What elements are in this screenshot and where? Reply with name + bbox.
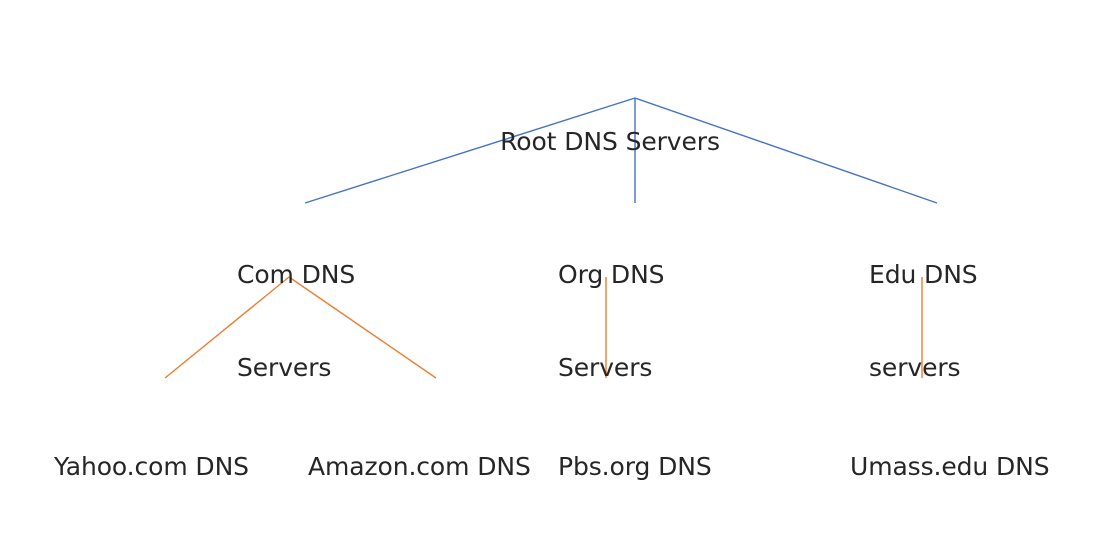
node-amazon-label-line1: Amazon.com DNS: [308, 452, 531, 481]
node-com-label-line2: Servers: [237, 353, 332, 382]
node-yahoo-com-dns-servers: Yahoo.com DNS Servers: [54, 389, 249, 538]
node-org-label-line2: Servers: [558, 353, 653, 382]
node-org-label-line1: Org DNS: [558, 260, 665, 289]
node-umass-edu-dns-servers: Umass.edu DNS Servers: [850, 389, 1050, 538]
node-umass-label-line1: Umass.edu DNS: [850, 452, 1050, 481]
node-org-dns-servers: Org DNS Servers: [558, 197, 665, 445]
node-root-dns-servers: Root DNS Servers: [54, 64, 1112, 219]
node-pbs-label-line1: Pbs.org DNS: [558, 452, 712, 481]
node-pbs-org-dns-servers: Pbs.org DNS Servers: [558, 389, 712, 538]
node-root-label-line1: Root DNS Servers: [500, 127, 720, 156]
node-amazon-com-dns-servers: Amazon.com DNS Servers: [308, 389, 531, 538]
node-com-dns-servers: Com DNS Servers: [237, 197, 355, 445]
node-edu-label-line2: servers: [869, 353, 961, 382]
node-com-label-line1: Com DNS: [237, 260, 356, 289]
node-edu-label-line1: Edu DNS: [869, 260, 978, 289]
node-yahoo-label-line1: Yahoo.com DNS: [54, 452, 249, 481]
node-edu-dns-servers: Edu DNS servers: [869, 197, 978, 445]
